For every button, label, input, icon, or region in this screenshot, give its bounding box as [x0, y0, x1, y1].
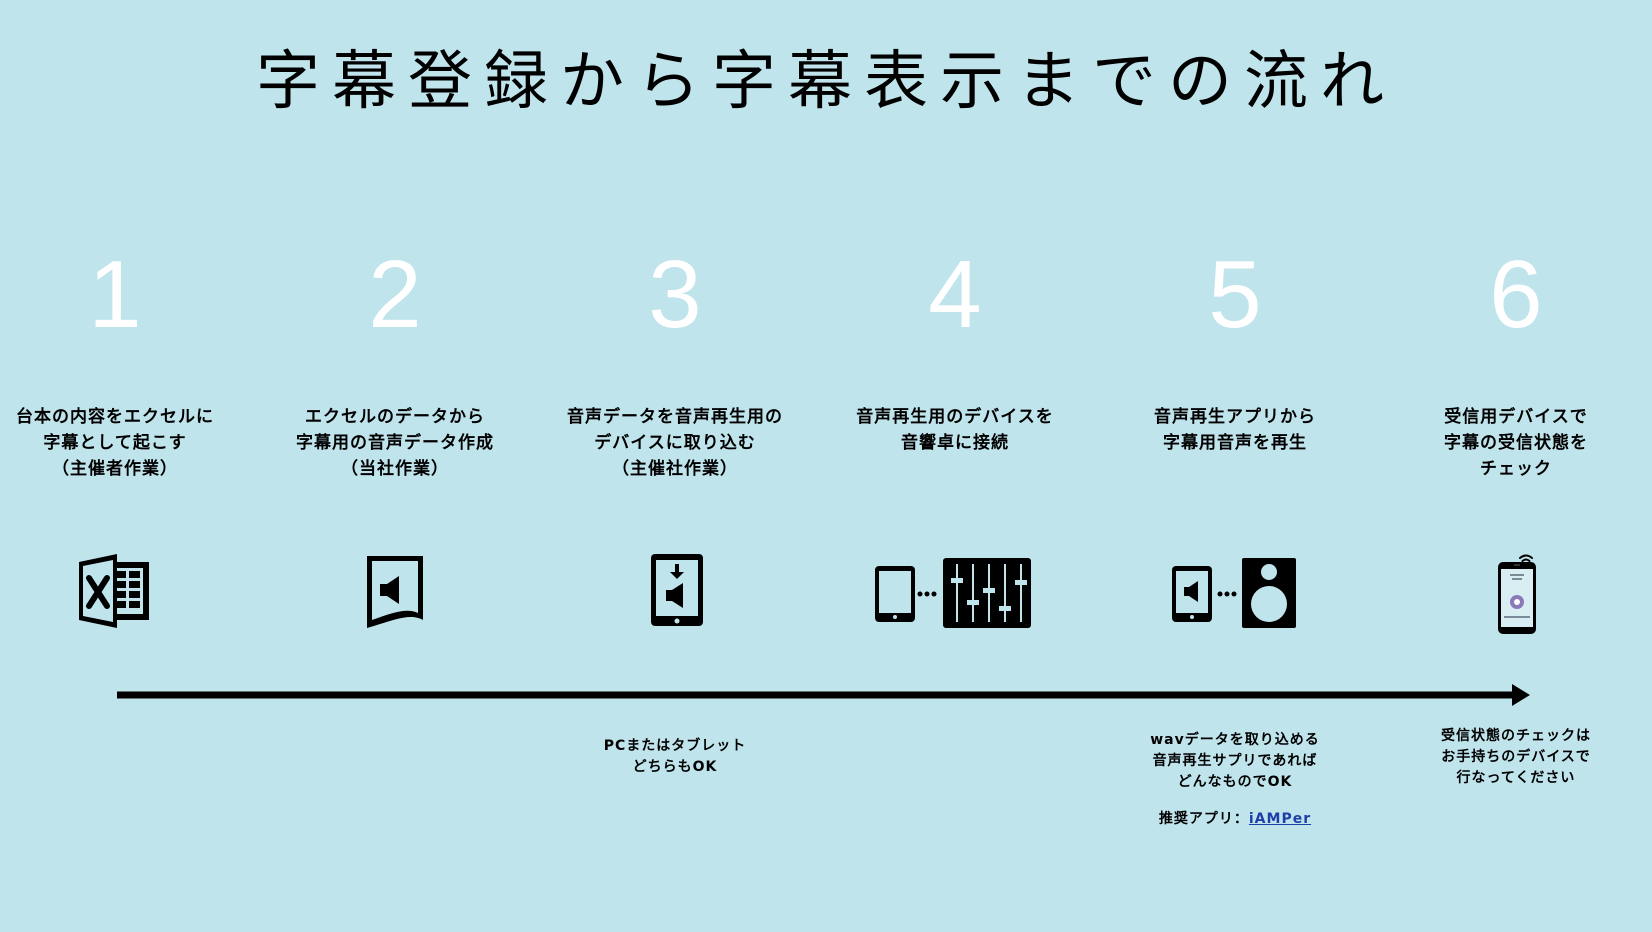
- timeline-arrow: [117, 684, 1530, 706]
- recommended-label: 推奨アプリ：: [1158, 811, 1249, 827]
- step-number: 6: [1489, 241, 1543, 348]
- iamper-link[interactable]: iAMPer: [1248, 811, 1312, 827]
- step-description: 受信用デバイスで 字幕の受信状態を チェック: [1444, 407, 1588, 479]
- step-number: 3: [648, 241, 702, 348]
- step-description: エクセルのデータから 字幕用の音声データ作成 （当社作業）: [296, 407, 494, 479]
- wifi-icon: [1519, 554, 1533, 562]
- step-note: wavデータを取り込める 音声再生サプリであれば どんなものでOK 推奨アプリ：…: [1105, 730, 1365, 830]
- step-description: 台本の内容をエクセルに 字幕として起こす （主催者作業）: [16, 407, 214, 479]
- excel-icon: [0, 550, 245, 640]
- step-number: 5: [1208, 241, 1262, 348]
- smartphone-icon: [1386, 550, 1646, 640]
- step-number: 2: [368, 241, 422, 348]
- step-number: 1: [88, 241, 142, 348]
- step-note: 受信状態のチェックは お手持ちのデバイスで 行なってください: [1441, 728, 1591, 786]
- audio-file-icon: [265, 550, 525, 640]
- page-title: 字幕登録から字幕表示までの流れ: [256, 45, 1396, 119]
- tablet-mixer-icon: [825, 550, 1085, 640]
- tablet-download-icon: [545, 550, 805, 640]
- tablet-speaker-icon: [1105, 550, 1365, 640]
- step-description: 音声再生用のデバイスを 音響卓に接続: [856, 407, 1054, 453]
- step-note: PCまたはタブレット どちらもOK: [603, 738, 747, 775]
- recommended-app: 推奨アプリ：iAMPer: [1105, 809, 1365, 830]
- step-description: 音声再生アプリから 字幕用音声を再生: [1154, 407, 1316, 453]
- step-number: 4: [928, 241, 982, 348]
- step-description: 音声データを音声再生用の デバイスに取り込む （主催社作業）: [567, 407, 783, 479]
